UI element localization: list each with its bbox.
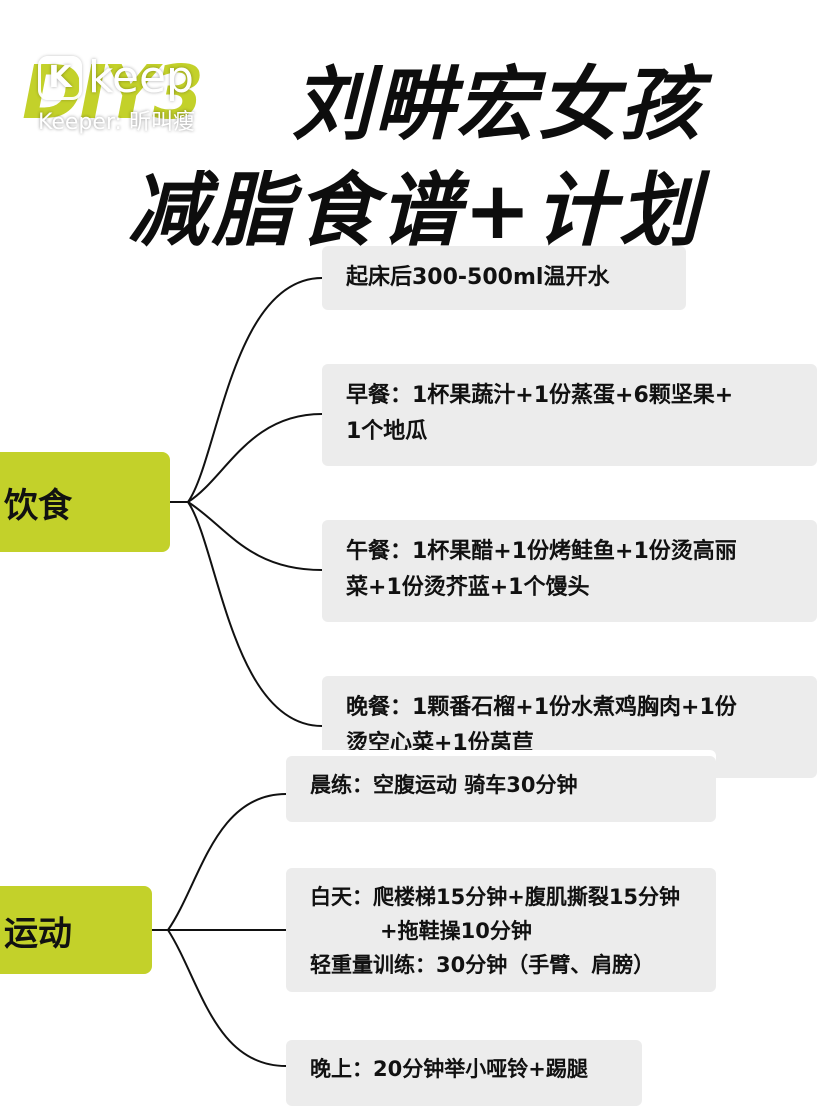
- exercise-item: 晨练：空腹运动 骑车30分钟: [286, 756, 716, 822]
- diet-branch-3: [187, 501, 323, 571]
- diet-item: 早餐：1杯果蔬汁+1份蒸蛋+6颗坚果+ 1个地瓜: [322, 364, 817, 466]
- exercise-item: 白天：爬楼梯15分钟+腹肌撕裂15分钟 +拖鞋操10分钟 轻重量训练：30分钟（…: [286, 868, 716, 992]
- diet-item-text: 菜+1份烫芥蓝+1个馒头: [346, 575, 590, 600]
- diet-item-text: 烫空心菜+1份莴苣: [346, 731, 534, 756]
- keep-logo-text: keep: [88, 52, 194, 103]
- diet-item-text: 早餐：1杯果蔬汁+1份蒸蛋+6颗坚果+: [346, 383, 734, 408]
- keep-logo-icon: K: [38, 55, 82, 100]
- exercise-item-text: 晨练：空腹运动 骑车30分钟: [310, 773, 578, 797]
- category-diet: 饮食: [0, 452, 170, 552]
- diet-item-text: 午餐：1杯果醋+1份烤鲑鱼+1份烫高丽: [346, 539, 737, 564]
- category-exercise-label: 运动: [4, 913, 72, 954]
- exercise-item-text: 白天：爬楼梯15分钟+腹肌撕裂15分钟: [310, 885, 681, 909]
- title-line-1: 刘畊宏女孩: [292, 58, 702, 151]
- diet-item-text: 晚餐：1颗番石榴+1份水煮鸡胸肉+1份: [346, 695, 737, 720]
- exercise-branch-3: [167, 929, 287, 1067]
- category-exercise: 运动: [0, 886, 152, 974]
- diet-branch-4: [187, 501, 323, 727]
- exercise-item: 晚上：20分钟举小哑铃+踢腿: [286, 1040, 642, 1106]
- diet-branch-2: [187, 413, 323, 503]
- keep-watermark: K keep: [38, 52, 194, 103]
- logo-background-text: DIY3: [22, 50, 204, 136]
- keeper-username: Keeper: 昕叫瘦: [38, 110, 195, 135]
- exercise-item-text: +拖鞋操10分钟: [380, 919, 532, 943]
- diet-item: 午餐：1杯果醋+1份烤鲑鱼+1份烫高丽 菜+1份烫芥蓝+1个馒头: [322, 520, 817, 622]
- diet-item-text: 1个地瓜: [346, 419, 428, 444]
- diet-item-text: 起床后300-500ml温开水: [346, 265, 610, 290]
- exercise-item-text: 晚上：20分钟举小哑铃+踢腿: [310, 1057, 588, 1081]
- diet-item: 起床后300-500ml温开水: [322, 246, 686, 310]
- title-line-2: 减脂食谱+计划: [128, 164, 704, 257]
- exercise-item-text: 轻重量训练：30分钟（手臂、肩膀）: [310, 953, 655, 977]
- exercise-branch-1: [167, 793, 287, 931]
- diet-branch-1: [187, 277, 323, 503]
- category-diet-label: 饮食: [4, 485, 72, 526]
